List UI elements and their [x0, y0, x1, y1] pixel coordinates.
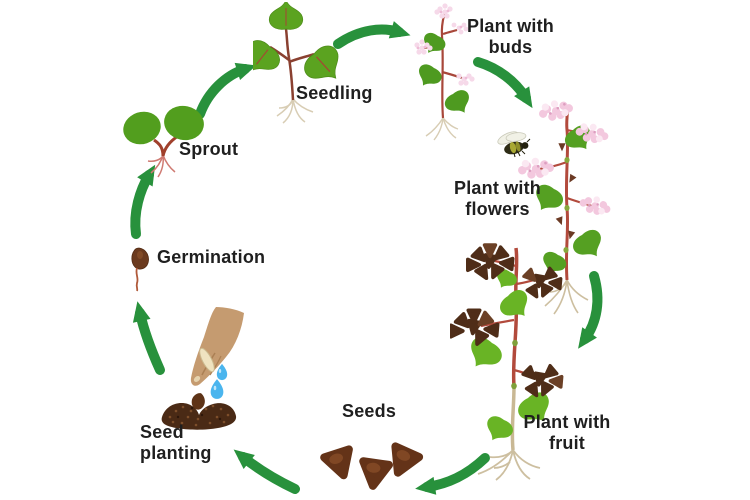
seedling-leaf-veins — [256, 8, 331, 73]
label-seed-planting: Seed planting — [140, 422, 212, 463]
seedling-roots — [276, 98, 314, 124]
fruit-stem-lower — [510, 385, 516, 451]
arrow-flowers-to-fruit — [578, 271, 603, 349]
flower-clusters — [518, 100, 611, 215]
label-plant-with-fruit: Plant with fruit — [523, 412, 611, 453]
arrow-buds-to-flowers — [473, 57, 533, 109]
arrow-fruit-to-seeds — [415, 453, 490, 495]
plant-with-buds-illustration — [414, 3, 475, 141]
hand-icon — [190, 307, 244, 386]
arrow-germination-to-sprout — [130, 164, 156, 239]
label-germination: Germination — [157, 247, 266, 267]
fruit-clusters — [450, 243, 564, 398]
seed-planting-illustration — [161, 307, 244, 430]
plant-with-flowers-illustration — [518, 100, 611, 315]
sprout-stem — [153, 134, 179, 157]
label-sprout: Sprout — [179, 139, 239, 159]
plant-with-fruit-illustration — [450, 243, 564, 481]
sprout-roots — [147, 154, 176, 178]
arrow-seedling-to-buds — [333, 21, 411, 49]
seedling-illustration — [253, 2, 339, 124]
buds-roots — [425, 117, 459, 141]
label-plant-with-flowers: Plant with flowers — [454, 178, 541, 219]
germination-root — [135, 267, 139, 292]
falling-seed-icon — [191, 393, 205, 410]
seeds-illustration — [320, 442, 424, 490]
fruit-roots — [477, 449, 541, 481]
bee-icon — [497, 131, 531, 158]
arrow-seeds-to-planting — [233, 449, 300, 494]
flowers-stem-nodes — [563, 157, 570, 253]
bud-clusters — [414, 3, 475, 86]
seed-group — [320, 442, 424, 490]
arrow-planting-to-germination — [132, 301, 165, 375]
seedling-leaves — [253, 2, 339, 79]
soil-mound-icon — [161, 403, 237, 430]
sprout-leaves — [123, 105, 204, 145]
germination-illustration — [131, 247, 149, 292]
flowers-seed-buds — [555, 143, 577, 240]
sprout-illustration — [123, 105, 204, 178]
label-plant-with-buds: Plant with buds — [467, 16, 554, 57]
label-seeds: Seeds — [342, 401, 397, 421]
arrow-sprout-to-seedling — [195, 62, 257, 119]
label-seedling: Seedling — [296, 83, 373, 103]
water-drops-icon — [210, 363, 228, 399]
